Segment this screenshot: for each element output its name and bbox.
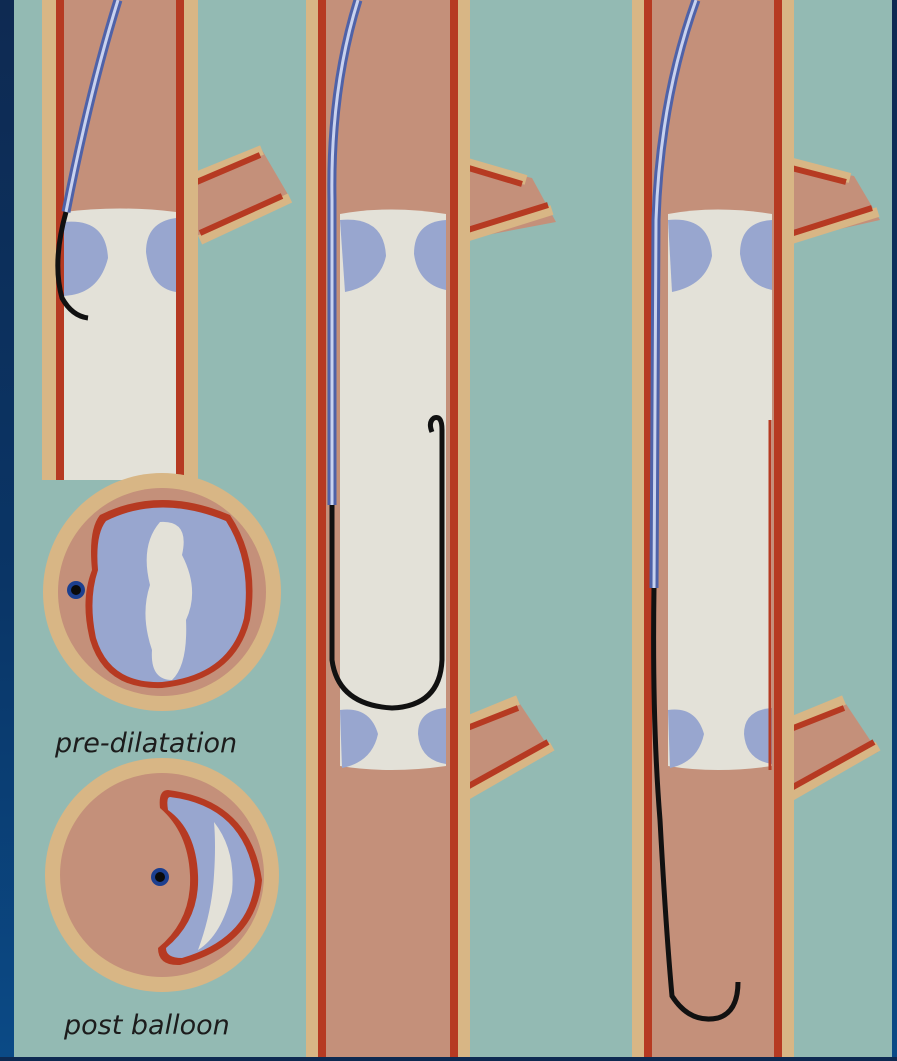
post-balloon-label: post balloon [63, 1010, 230, 1041]
occlusion-body-right [668, 210, 772, 771]
occlusion-body-middle [340, 210, 446, 771]
pre-dilatation-label: pre-dilatation [54, 728, 237, 759]
